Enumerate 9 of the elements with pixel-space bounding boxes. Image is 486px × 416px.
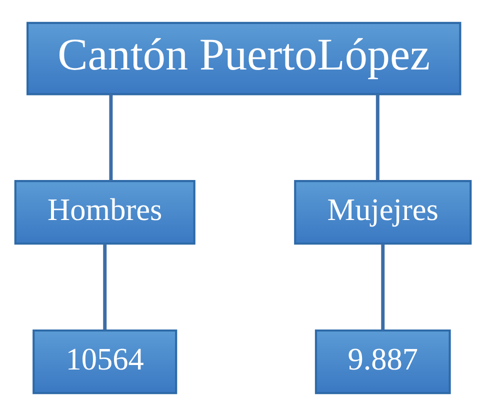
connector (381, 244, 385, 330)
connector (376, 94, 380, 182)
node-box: 10564 (32, 329, 178, 394)
node-box: 9.887 (314, 329, 451, 394)
connector (103, 244, 107, 330)
connector (109, 94, 113, 182)
node-box: Mujejres (294, 180, 472, 245)
node-box: Cantón PuertoLópez (26, 22, 462, 96)
node-box: Hombres (14, 180, 196, 245)
